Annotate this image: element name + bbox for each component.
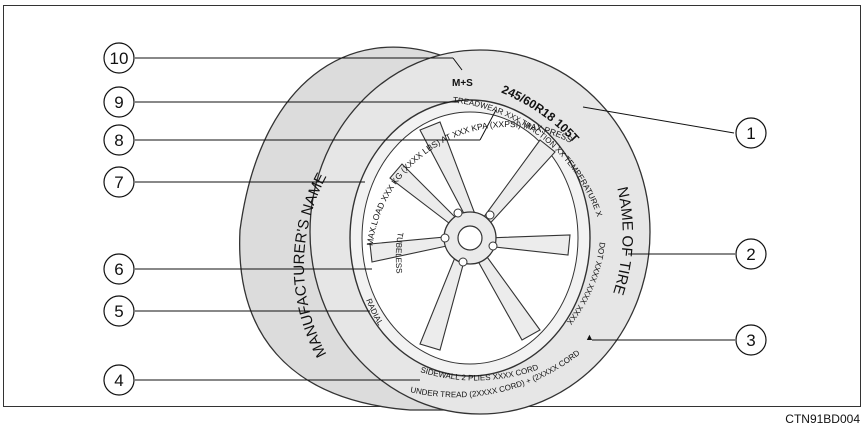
callout-2: 2	[746, 245, 755, 264]
callout-3: 3	[746, 331, 755, 350]
callout-1: 1	[746, 124, 755, 143]
figure-code: CTN91BD004	[785, 412, 860, 426]
callout-6: 6	[114, 260, 123, 279]
callout-5: 5	[114, 302, 123, 321]
callout-9: 9	[114, 93, 123, 112]
speed-symbol-marking: M+S	[452, 78, 473, 89]
callout-8: 8	[114, 131, 123, 150]
callout-7: 7	[114, 173, 123, 192]
callout-4: 4	[114, 371, 123, 390]
callout-10: 10	[110, 49, 129, 68]
